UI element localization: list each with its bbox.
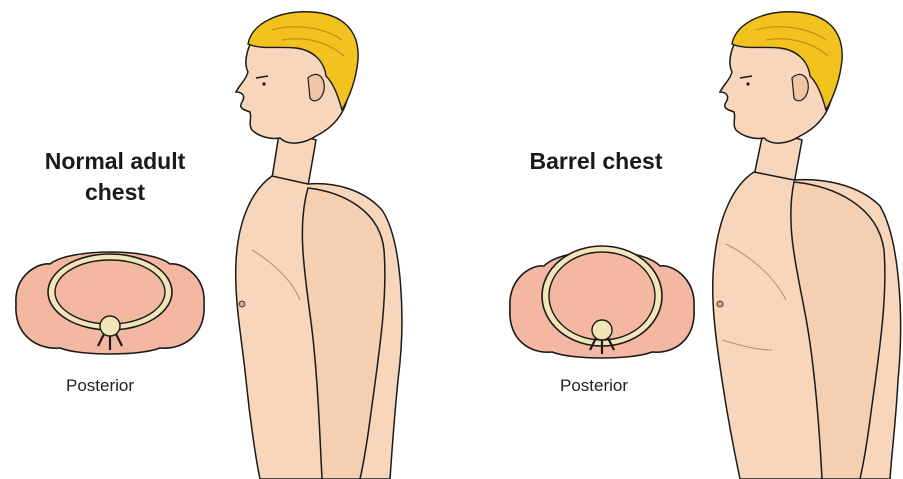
normal-title-line1: Normal adult xyxy=(45,148,186,174)
barrel-ear xyxy=(792,74,808,100)
normal-caption: Posterior xyxy=(66,376,134,396)
normal-title: Normal adult chest xyxy=(20,146,210,208)
barrel-title: Barrel chest xyxy=(516,146,676,177)
normal-figure xyxy=(212,0,412,479)
barrel-chest-panel: Barrel chest Posterior xyxy=(470,0,903,479)
normal-ear xyxy=(308,74,324,100)
barrel-cross-section xyxy=(504,240,700,368)
normal-cross-section xyxy=(10,244,210,364)
normal-title-line2: chest xyxy=(85,179,145,205)
barrel-figure xyxy=(702,0,902,479)
normal-chest-panel: Normal adult chest Posterior xyxy=(0,0,430,479)
barrel-caption: Posterior xyxy=(560,376,628,396)
